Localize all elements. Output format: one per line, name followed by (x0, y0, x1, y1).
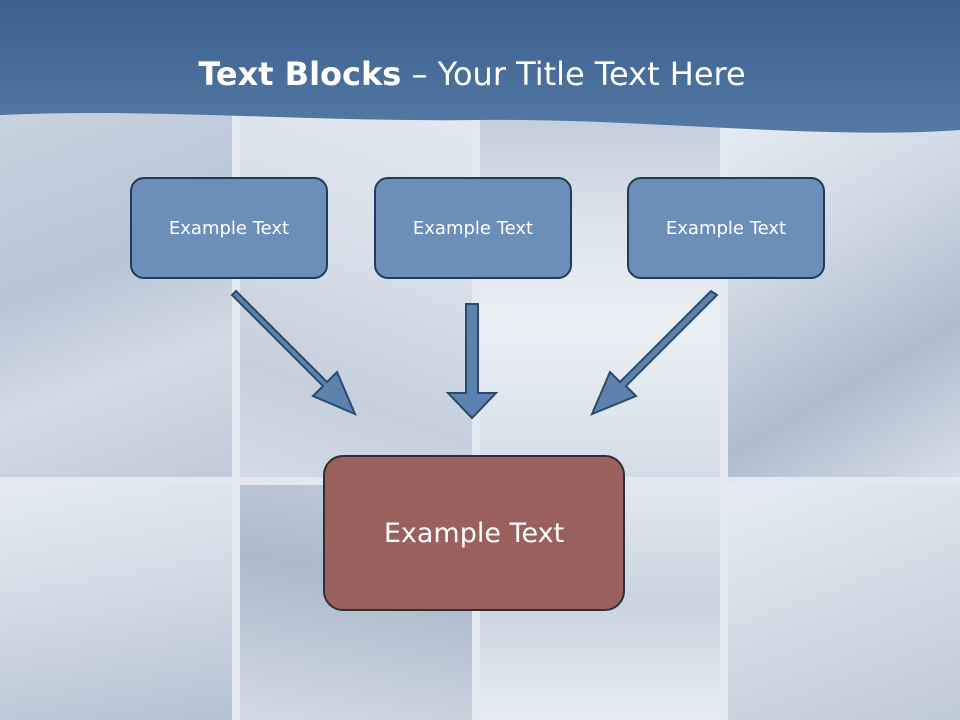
title-rest: – Your Title Text Here (401, 55, 746, 93)
text-block-1: Example Text (130, 177, 328, 279)
text-block-2: Example Text (374, 177, 572, 279)
photo-pen-on-paper (728, 485, 960, 720)
photo-businessman-laptop (0, 95, 232, 477)
photo-blueprint-writing (728, 95, 960, 477)
text-block-3: Example Text (627, 177, 825, 279)
photo-team-meeting (0, 485, 232, 720)
header-band (0, 0, 960, 133)
slide-title: Text Blocks – Your Title Text Here (0, 52, 944, 96)
title-bold: Text Blocks (198, 55, 402, 93)
text-block-result: Example Text (323, 455, 625, 611)
